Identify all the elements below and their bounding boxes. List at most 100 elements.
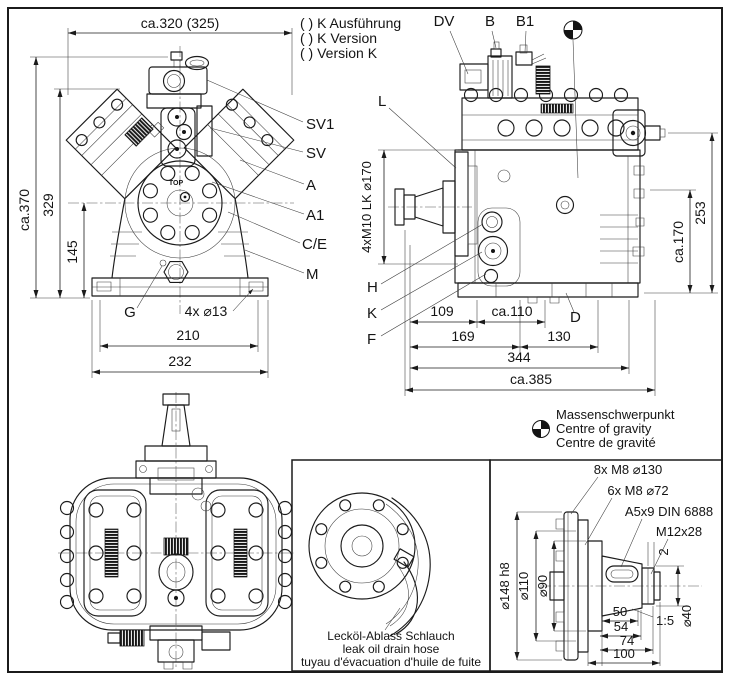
- dim-text-370: ca.370: [16, 189, 32, 231]
- shaft-detail-box: 8x M8 ⌀130 6x M8 ⌀72 A5x9 DIN 6888 M12x2…: [489, 459, 723, 672]
- version-note-line2: ( ) K Version: [300, 30, 377, 46]
- pump-body: [157, 639, 195, 663]
- head-cover-left-inner: [89, 495, 141, 611]
- valve-cluster-plate: [196, 105, 213, 157]
- dim-text-50: 50: [613, 604, 627, 619]
- dim-text-d110: ⌀110: [516, 572, 531, 601]
- dim-text-d148: ⌀148 h8: [497, 562, 512, 610]
- tapered-shaft: [601, 555, 643, 617]
- front-center-dot: [183, 195, 187, 199]
- center-block-upper: [157, 467, 195, 481]
- hose-fitting: [393, 548, 415, 568]
- sight-glass-dot: [491, 249, 495, 253]
- small-port: [191, 487, 205, 501]
- keyway-slot: [605, 565, 639, 583]
- top-orientation-marker: TOP: [169, 180, 184, 187]
- detail-cover-bore: [351, 535, 373, 557]
- drawing-border-frame: [7, 7, 723, 673]
- b1-valve-stem: [519, 44, 528, 54]
- leak-text-de: Lecköl-Ablass Schlauch: [327, 629, 454, 643]
- label-b1: B1: [516, 13, 534, 30]
- side-shaft-assembly: [394, 151, 478, 257]
- shaft-label-leaders: [570, 476, 669, 618]
- valve-handle: [184, 55, 210, 71]
- cog-leader: [572, 39, 579, 179]
- port-dot: [175, 147, 179, 151]
- valve-boss: [162, 69, 186, 93]
- front-cylinder-bank-left: [65, 88, 177, 200]
- shaft-box-border: [489, 459, 723, 672]
- dim-text-ca170: ca.170: [670, 221, 686, 263]
- label-a1: A1: [306, 207, 324, 224]
- ext-lines-lengths: [587, 602, 661, 666]
- top-view-body-inner: [75, 483, 277, 625]
- center-lower-dot: [174, 596, 178, 600]
- shaft-detail-drawing: [549, 511, 661, 661]
- flange-bolt: [205, 465, 213, 473]
- b1-valve: [515, 51, 533, 66]
- front-flange-inner-circle: [166, 189, 194, 217]
- dim-text-74: 74: [620, 633, 634, 648]
- cog-text-de: Massenschwerpunkt: [556, 407, 675, 422]
- label-m: M: [306, 266, 319, 283]
- side-dv-assembly: [459, 41, 551, 99]
- plug-connector: [148, 121, 165, 138]
- side-label-leaders: [380, 30, 575, 337]
- dim-text-100: 100: [613, 646, 635, 661]
- front-view: TOP: [65, 46, 295, 314]
- front-label-leaders: [206, 79, 305, 274]
- pump-knurled-plug: [119, 629, 145, 647]
- ext-lines-base: [91, 300, 269, 378]
- side-knurled-plug: [535, 65, 551, 95]
- dim-text-2: 2: [656, 548, 671, 555]
- dim-text-253: 253: [692, 201, 708, 225]
- version-note-line3: ( ) Version K: [300, 45, 378, 61]
- front-body-outline: [91, 198, 269, 297]
- dim-text-210: 210: [176, 327, 200, 343]
- pump-port: [168, 644, 184, 660]
- keyway-slot-inner: [610, 569, 634, 579]
- dim-text-344: 344: [507, 349, 531, 365]
- label-key: A5x9 DIN 6888: [625, 504, 713, 519]
- cog-legend: Massenschwerpunkt Centre of gravity Cent…: [532, 407, 675, 450]
- version-note: ( ) K Ausführung ( ) K Version ( ) Versi…: [300, 15, 401, 61]
- ext-lines-diameters: [517, 511, 586, 661]
- pump-dot: [630, 130, 636, 136]
- flange-bolt-stubs: [555, 512, 569, 660]
- center-bolt: [555, 195, 575, 215]
- pump-stub-end: [659, 128, 666, 138]
- valve-handle-inner: [189, 59, 205, 67]
- label-6xm8: 6x M8 ⌀72: [607, 483, 668, 498]
- front-hex-plug: [163, 261, 189, 283]
- label-g: G: [124, 304, 136, 321]
- cog-text-fr: Centre de gravité: [556, 435, 656, 450]
- detail-cover-outer: [308, 492, 416, 600]
- detail-cover-bolts: [315, 499, 409, 593]
- dim-text-130: 130: [547, 328, 571, 344]
- dv-fins: [492, 60, 509, 96]
- label-h: H: [367, 279, 378, 296]
- dim-text-d90: ⌀90: [535, 575, 550, 597]
- end-detail-lines: [647, 542, 655, 604]
- ext-lines-width: [67, 28, 293, 95]
- front-center-boss: [179, 191, 191, 203]
- front-flange-bolts: [142, 165, 218, 241]
- sight-glass-k: [477, 235, 509, 267]
- cog-symbol-top: [563, 20, 583, 179]
- top-view-pump-assembly: [107, 625, 231, 670]
- upper-port: [497, 169, 511, 183]
- front-bank-rib-lines: [75, 98, 285, 176]
- cluster-port-3: [167, 139, 187, 159]
- dv-body: [487, 55, 513, 99]
- side-dimensions: 4xM10 LK ⌀170 109 ca.110 169 130 344 ca.…: [359, 132, 718, 396]
- shaft-seal-ring: [442, 180, 456, 234]
- front-hex-plug-bore: [168, 264, 184, 280]
- cluster-port-2: [175, 123, 193, 141]
- side-oil-pump: [612, 109, 666, 157]
- dim-text-lk170: 4xM10 LK ⌀170: [359, 161, 374, 253]
- dim-text-232: 232: [168, 353, 192, 369]
- dim-text-54: 54: [614, 619, 628, 634]
- mounting-flange-inner: [467, 165, 478, 245]
- detail-body-contour: [389, 497, 431, 637]
